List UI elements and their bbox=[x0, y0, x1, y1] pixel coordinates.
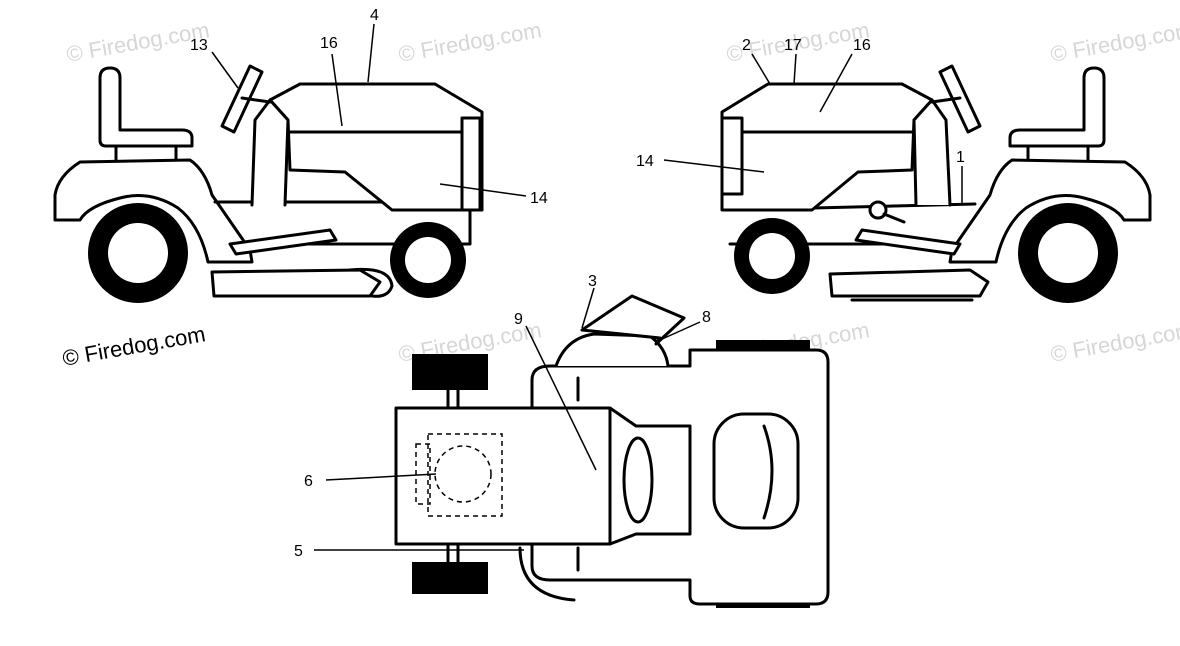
leader-9 bbox=[525, 325, 597, 471]
seat-back bbox=[554, 332, 670, 368]
watermark-main: © Firedog.com bbox=[61, 321, 208, 371]
tractor-left-side-view: 13 16 4 14 bbox=[53, 7, 548, 303]
leader-4 bbox=[367, 23, 375, 83]
deck-edge bbox=[846, 294, 980, 302]
seat-top bbox=[712, 412, 800, 530]
fender-arc bbox=[518, 546, 576, 602]
front-axle bbox=[446, 388, 460, 564]
steering-wheel-top bbox=[580, 294, 686, 346]
hood bbox=[268, 82, 484, 212]
grille bbox=[460, 116, 482, 212]
rear-fender bbox=[53, 158, 254, 264]
callout-9: 9 bbox=[514, 311, 523, 328]
seat-support bbox=[114, 144, 178, 162]
callout-4: 4 bbox=[370, 7, 379, 24]
callout-13: 13 bbox=[190, 37, 208, 54]
seat-support bbox=[1026, 144, 1090, 162]
callout-8: 8 bbox=[702, 309, 711, 326]
steering-shaft bbox=[930, 96, 962, 104]
callout-17: 17 bbox=[784, 37, 802, 54]
leader-2 bbox=[751, 53, 771, 85]
watermark: © Firedog.com bbox=[397, 17, 544, 67]
decal-tab bbox=[415, 443, 431, 505]
hood bbox=[720, 82, 934, 212]
frame bbox=[213, 200, 472, 246]
mower-deck bbox=[210, 268, 382, 298]
watermark: © Firedog.com bbox=[1049, 17, 1180, 67]
front-tire-top bbox=[412, 354, 488, 390]
steering-shaft bbox=[240, 96, 272, 104]
front-tire-bottom bbox=[412, 562, 488, 594]
deck-chute bbox=[348, 267, 394, 298]
tractor-top-view: 3 8 9 6 5 bbox=[294, 273, 830, 608]
callout-14-left: 14 bbox=[530, 190, 548, 207]
leader-14-right bbox=[663, 159, 765, 173]
lift-lever-knob bbox=[868, 200, 888, 220]
callout-3: 3 bbox=[588, 273, 597, 290]
callout-16-right: 16 bbox=[853, 37, 871, 54]
leader-13 bbox=[211, 51, 239, 89]
front-hub bbox=[749, 233, 795, 279]
callout-2: 2 bbox=[742, 37, 751, 54]
dash-tower bbox=[250, 98, 290, 207]
leader-3 bbox=[581, 287, 595, 329]
mower-deck bbox=[828, 268, 990, 298]
dash-tower bbox=[912, 98, 952, 207]
dash-panel bbox=[622, 436, 654, 524]
callout-5: 5 bbox=[294, 543, 303, 560]
rear-fender bbox=[948, 158, 1152, 264]
footrest-pedal bbox=[854, 228, 962, 256]
seat bbox=[98, 66, 194, 148]
front-hub bbox=[405, 237, 451, 283]
leader-8 bbox=[659, 321, 701, 341]
decal-circle bbox=[434, 445, 492, 503]
rear-hub bbox=[108, 223, 168, 283]
leader-14-left bbox=[439, 183, 527, 197]
leader-6 bbox=[325, 473, 437, 481]
seat-contour bbox=[762, 424, 774, 520]
tractor-right-side-view: 2 17 16 14 1 bbox=[636, 37, 1152, 303]
callout-1: 1 bbox=[956, 149, 965, 166]
hood-top bbox=[394, 406, 692, 546]
callout-6: 6 bbox=[304, 473, 313, 490]
callout-14-right: 14 bbox=[636, 153, 654, 170]
leader-16-right bbox=[819, 53, 853, 113]
footrest-pedal bbox=[228, 228, 338, 256]
grille bbox=[720, 116, 744, 196]
rear-hub bbox=[1038, 223, 1098, 283]
leader-16-left bbox=[331, 53, 343, 127]
seat bbox=[1008, 66, 1106, 148]
watermark: © Firedog.com bbox=[1049, 317, 1180, 367]
leader-17 bbox=[793, 53, 797, 85]
lift-lever bbox=[882, 212, 906, 224]
callout-16-left: 16 bbox=[320, 35, 338, 52]
